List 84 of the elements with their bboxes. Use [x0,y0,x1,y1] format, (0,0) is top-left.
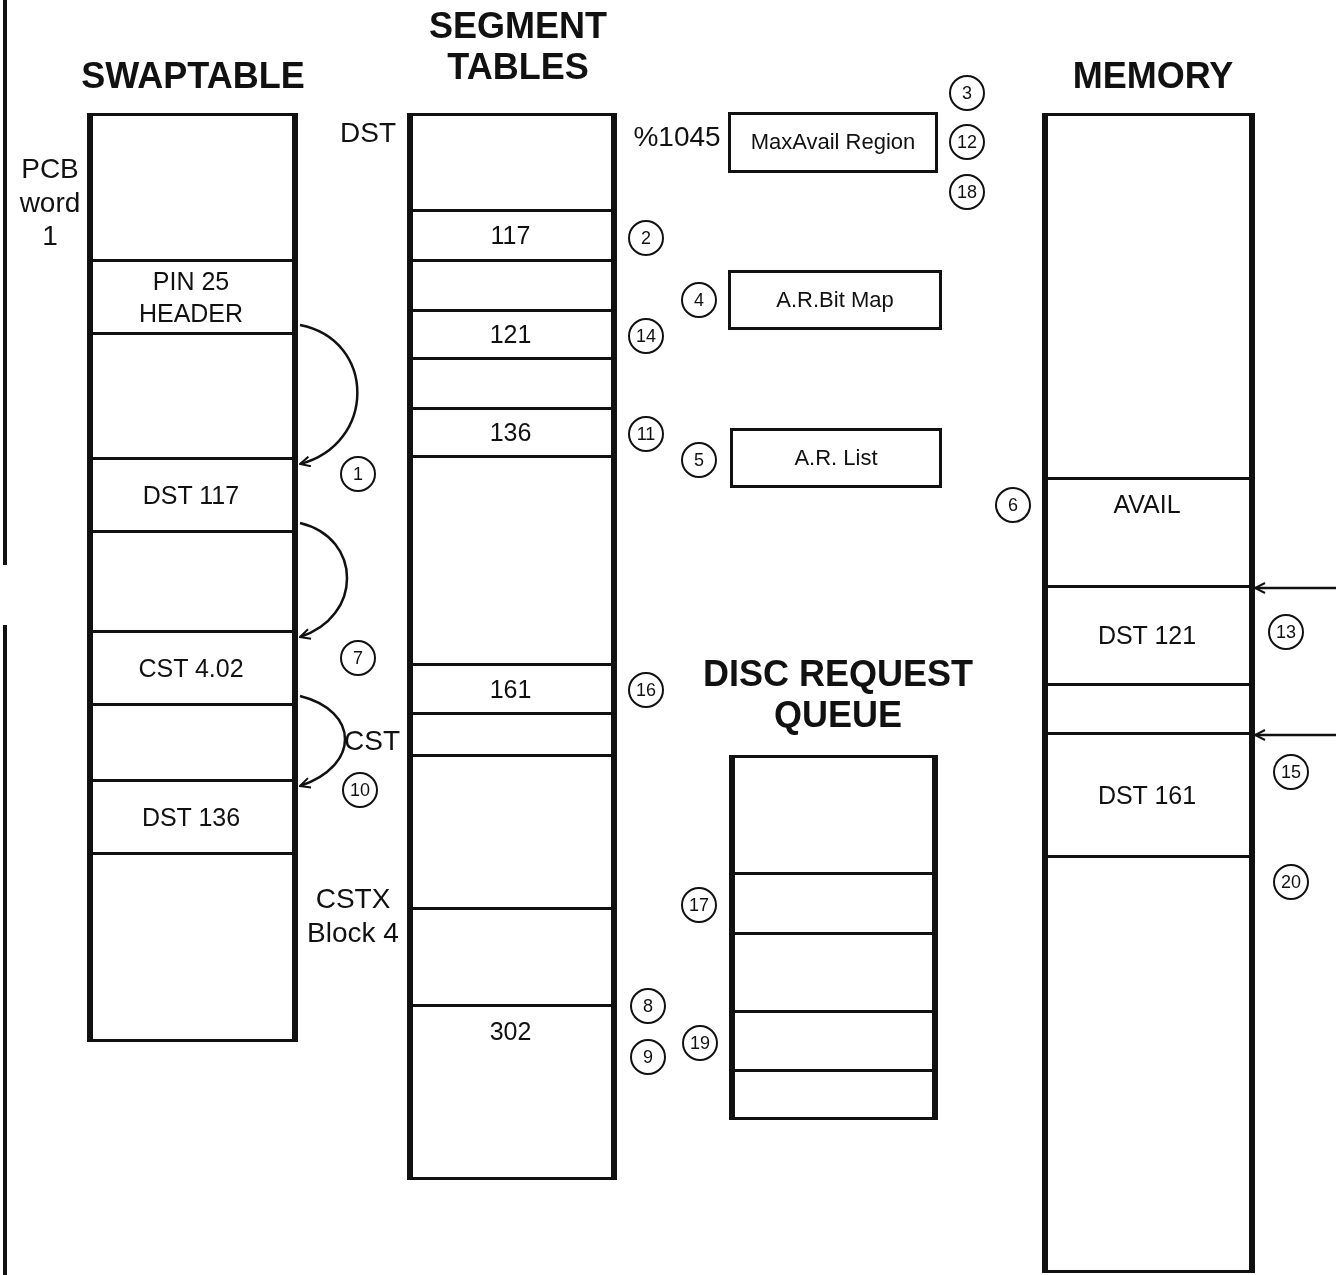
empty-slot [407,259,614,312]
arrow [299,521,349,639]
data-structure-box [730,428,942,488]
callout-number: 1 [340,456,376,492]
empty-slot [407,357,614,410]
callout-number: 17 [681,887,717,923]
entry-text: CST 4.02 [137,652,245,684]
empty-slot [1042,113,1252,480]
side-label: PCB word 1 [18,152,82,253]
empty-slot [729,932,935,1013]
empty-slot [87,530,295,633]
entry-text: PIN 25 HEADER [137,265,245,329]
empty-slot [87,703,295,782]
column-heading: SEGMENT TABLES [428,5,608,88]
entry-text: DST 117 [141,479,241,511]
callout-number: 19 [682,1025,718,1061]
entry-text: 302 [489,1016,532,1047]
empty-slot [407,907,614,1007]
table-entry [407,309,614,360]
empty-slot [87,852,295,1042]
empty-slot [407,455,614,666]
empty-slot [729,872,935,935]
empty-slot [729,1010,935,1072]
column-heading: SWAPTABLE [80,55,306,97]
entry-text: A.R. List [794,443,878,472]
callout-number: 13 [1268,614,1304,650]
callout-number: 20 [1273,864,1309,900]
entry-text: 136 [489,417,532,449]
callout-number: 3 [949,75,985,111]
table-entry [407,209,614,262]
callout-number: 6 [995,487,1031,523]
empty-slot [407,754,614,910]
empty-slot [87,332,295,460]
callout-number: 18 [949,174,985,210]
callout-number: 2 [628,220,664,256]
empty-slot [407,113,614,212]
column-heading: MEMORY [1071,55,1235,97]
empty-slot [1042,855,1252,1273]
entry-text: A.R.Bit Map [776,285,894,314]
entry-text: MaxAvail Region [750,128,916,157]
callout-number: 10 [342,772,378,808]
table-entry [1042,585,1252,686]
callout-number: 15 [1273,754,1309,790]
callout-number: 14 [628,318,664,354]
callout-number: 8 [630,988,666,1024]
entry-text: DST 161 [1097,779,1197,811]
table-entry [1042,477,1252,588]
data-structure-box [728,112,938,173]
table-entry [1042,732,1252,858]
table-entry [87,779,295,855]
callout-number: 16 [628,672,664,708]
arrow [299,323,359,467]
side-label: CST [343,724,401,758]
callout-number: 5 [681,442,717,478]
callout-number: 9 [630,1039,666,1075]
column-heading: DISC REQUEST QUEUE [701,653,974,736]
entry-text: DST 136 [140,801,242,833]
table-entry [87,259,295,335]
table-entry [87,630,295,706]
callout-number: 4 [681,282,717,318]
entry-text: 117 [490,220,531,252]
callout-number: 7 [340,640,376,676]
empty-slot [729,1069,935,1120]
table-entry [407,407,614,458]
side-label: %1045 [632,120,722,154]
arrow [299,694,347,788]
table-entry [407,663,614,715]
empty-slot [87,113,295,262]
arrow [1254,729,1336,741]
entry-text: AVAIL [1113,489,1181,520]
side-label: CSTX Block 4 [306,882,400,950]
empty-slot [1042,683,1252,735]
empty-slot [407,712,614,757]
data-structure-box [728,270,942,330]
side-label: DST [339,116,397,150]
entry-text: 161 [489,673,532,705]
empty-slot [729,755,935,875]
entry-text: DST 121 [1097,620,1197,652]
table-entry [87,457,295,533]
callout-number: 11 [628,416,664,452]
entry-text: 121 [489,319,532,351]
arrow [1254,582,1336,594]
table-entry [407,1004,614,1180]
callout-number: 12 [949,124,985,160]
